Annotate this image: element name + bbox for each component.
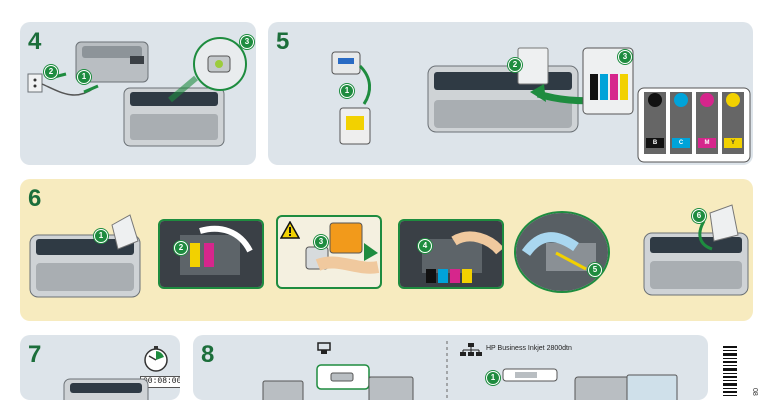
callout-badge-4: 4 <box>418 239 432 253</box>
ink-label-black: B <box>652 140 658 146</box>
step-number: 4 <box>28 28 42 55</box>
step-6-panel: 6 1 2 3 <box>20 179 753 321</box>
stopwatch-icon <box>144 346 168 372</box>
printhead-install-illustration <box>331 47 751 163</box>
callout-badge-1: 1 <box>94 229 108 243</box>
callout-badge-2: 2 <box>174 241 188 255</box>
callout-badge-2: 2 <box>508 58 522 72</box>
step-6-thumb-3 <box>276 215 382 289</box>
connection-illustration <box>262 341 678 400</box>
step-number: 6 <box>28 185 42 212</box>
step-5-panel: 5 B C M Y <box>268 22 753 165</box>
printer-power-illustration <box>27 37 247 147</box>
step-4-panel: 4 1 2 3 <box>20 22 256 165</box>
callout-badge-6: 6 <box>692 209 706 223</box>
ink-label-magenta: M <box>704 140 710 146</box>
step-6-thumb-4 <box>398 219 504 289</box>
step-6-thumb-5 <box>514 211 610 293</box>
network-icon <box>460 343 482 356</box>
step-8-panel: 8 HP Business Inkjet 2800dtn 1 <box>193 335 708 400</box>
callout-badge-1: 1 <box>340 84 354 98</box>
network-printer-label: HP Business Inkjet 2800dtn <box>486 345 572 352</box>
callout-badge-1: 1 <box>77 70 91 84</box>
barcode-icon <box>722 344 746 400</box>
ink-label-cyan: C <box>678 140 684 146</box>
printer-partial-illustration <box>63 378 149 400</box>
step-7-panel: 7 00:08:00 <box>20 335 180 400</box>
step-6-thumb-2 <box>158 219 264 289</box>
callout-badge-3: 3 <box>314 235 328 249</box>
callout-badge-3: 3 <box>240 35 254 49</box>
usb-icon <box>317 342 331 354</box>
callout-badge-2: 2 <box>44 65 58 79</box>
printer-open-illustration <box>29 214 141 298</box>
step-number: 7 <box>28 341 42 368</box>
callout-badge-1: 1 <box>486 371 500 385</box>
callout-badge-5: 5 <box>588 263 602 277</box>
step-number: 8 <box>201 341 215 368</box>
ink-label-yellow: Y <box>730 140 735 146</box>
step-number: 5 <box>276 28 290 55</box>
barcode-number: 08 <box>751 388 758 396</box>
warning-icon <box>280 221 300 239</box>
callout-badge-3: 3 <box>618 50 632 64</box>
